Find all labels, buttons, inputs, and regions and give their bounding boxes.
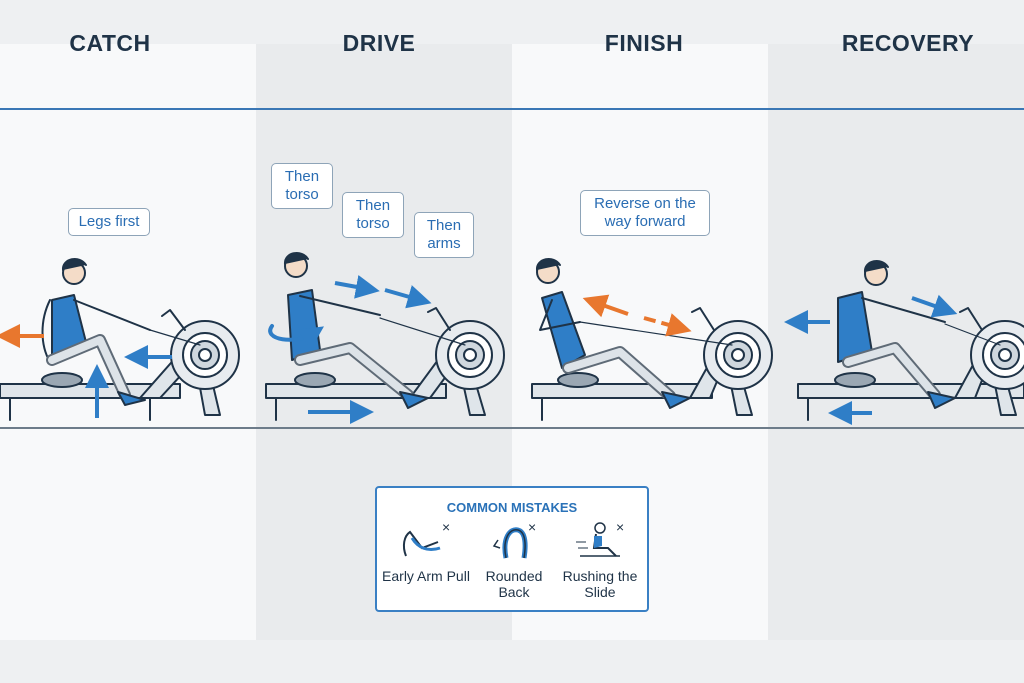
bubble-reverse: Reverse on the way forward [580,190,710,236]
drive-rower [265,252,505,421]
bubble-then-torso-1: Then torso [271,163,333,209]
early-arm-pull-icon: × [402,519,450,557]
mistake-rounded-back: × Rounded Back [469,518,559,600]
svg-text:×: × [528,519,536,535]
phase-title-drive: DRIVE [342,30,416,56]
svg-text:×: × [442,519,450,535]
finish-rower [531,258,773,421]
recovery-rower [797,260,1024,421]
common-mistakes-title: COMMON MISTAKES [446,500,578,515]
phase-title-catch: CATCH [69,30,151,56]
mistake-label: Rushing the Slide [562,568,638,600]
header-divider [0,108,1024,110]
svg-text:×: × [616,519,624,535]
catch-rower [0,258,240,421]
bubble-then-arms: Then arms [414,212,474,258]
bubble-legs-first: Legs first [68,208,150,236]
phase-title-finish: FINISH [604,30,684,56]
rushing-slide-icon: × [576,519,624,557]
mistake-label: Rounded Back [485,568,543,600]
common-mistakes-box: COMMON MISTAKES × Early Arm Pull × Round… [375,486,649,612]
mistake-rushing-slide: × Rushing the Slide [555,518,645,600]
bubble-then-torso-2: Then torso [342,192,404,238]
rounded-back-icon: × [492,519,536,559]
mistake-early-arm-pull: × Early Arm Pull [381,518,471,584]
mistake-label: Early Arm Pull [382,568,470,584]
phase-title-recovery: RECOVERY [841,30,975,56]
